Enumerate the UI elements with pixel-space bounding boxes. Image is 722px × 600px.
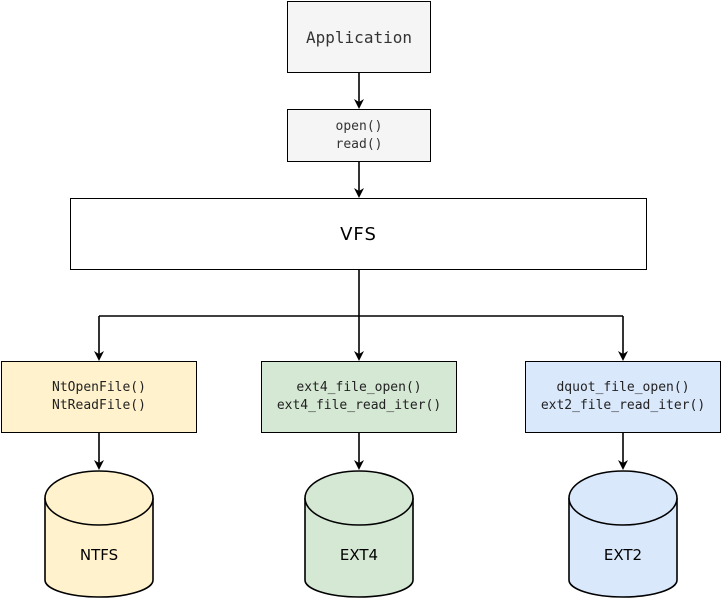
application-label: Application [306,27,412,47]
ext2-calls-box: dquot_file_open() ext2_file_read_iter() [525,361,721,433]
ext2-disk-icon [568,470,678,598]
syscalls-box: open() read() [287,109,431,162]
ntfs-open-call: NtOpenFile() [52,380,146,395]
ntfs-read-call: NtReadFile() [52,398,146,413]
application-box: Application [287,1,431,73]
ext2-read-call: ext2_file_read_iter() [540,398,706,413]
syscall-read: read() [335,136,383,152]
vfs-label: VFS [340,223,377,245]
ext4-disk-label: EXT4 [339,546,379,564]
ext4-calls-box: ext4_file_open() ext4_file_read_iter() [261,361,457,433]
ntfs-disk-label: NTFS [79,546,119,564]
ntfs-disk-icon [44,470,154,598]
ext2-open-call: dquot_file_open() [556,380,690,395]
vfs-box: VFS [70,198,647,270]
ext2-disk-label: EXT2 [603,546,643,564]
syscall-open: open() [335,118,383,134]
ext4-disk-icon [304,470,414,598]
ntfs-calls-box: NtOpenFile() NtReadFile() [1,361,197,433]
ext4-read-call: ext4_file_read_iter() [276,398,442,413]
ext4-open-call: ext4_file_open() [296,380,422,395]
